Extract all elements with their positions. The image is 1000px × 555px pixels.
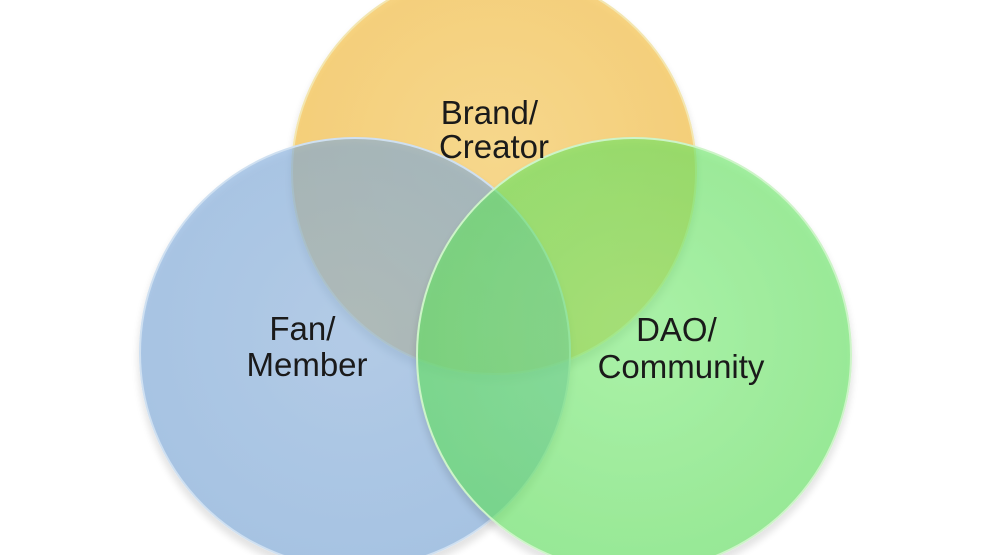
- circle-dao-community: [416, 137, 852, 555]
- label-dao-line-1: DAO/: [636, 311, 718, 348]
- label-fan-line-2: Member: [246, 346, 367, 383]
- label-dao: DAO/ Community: [598, 311, 765, 385]
- label-brand: Brand/ Creator: [439, 94, 549, 165]
- label-brand-line-1: Brand/: [441, 94, 539, 131]
- label-dao-line-2: Community: [598, 348, 765, 385]
- circle-dao-shape: [416, 137, 852, 555]
- label-brand-line-2: Creator: [439, 128, 549, 165]
- label-fan: Fan/ Member: [246, 310, 367, 383]
- label-fan-line-1: Fan/: [269, 310, 336, 347]
